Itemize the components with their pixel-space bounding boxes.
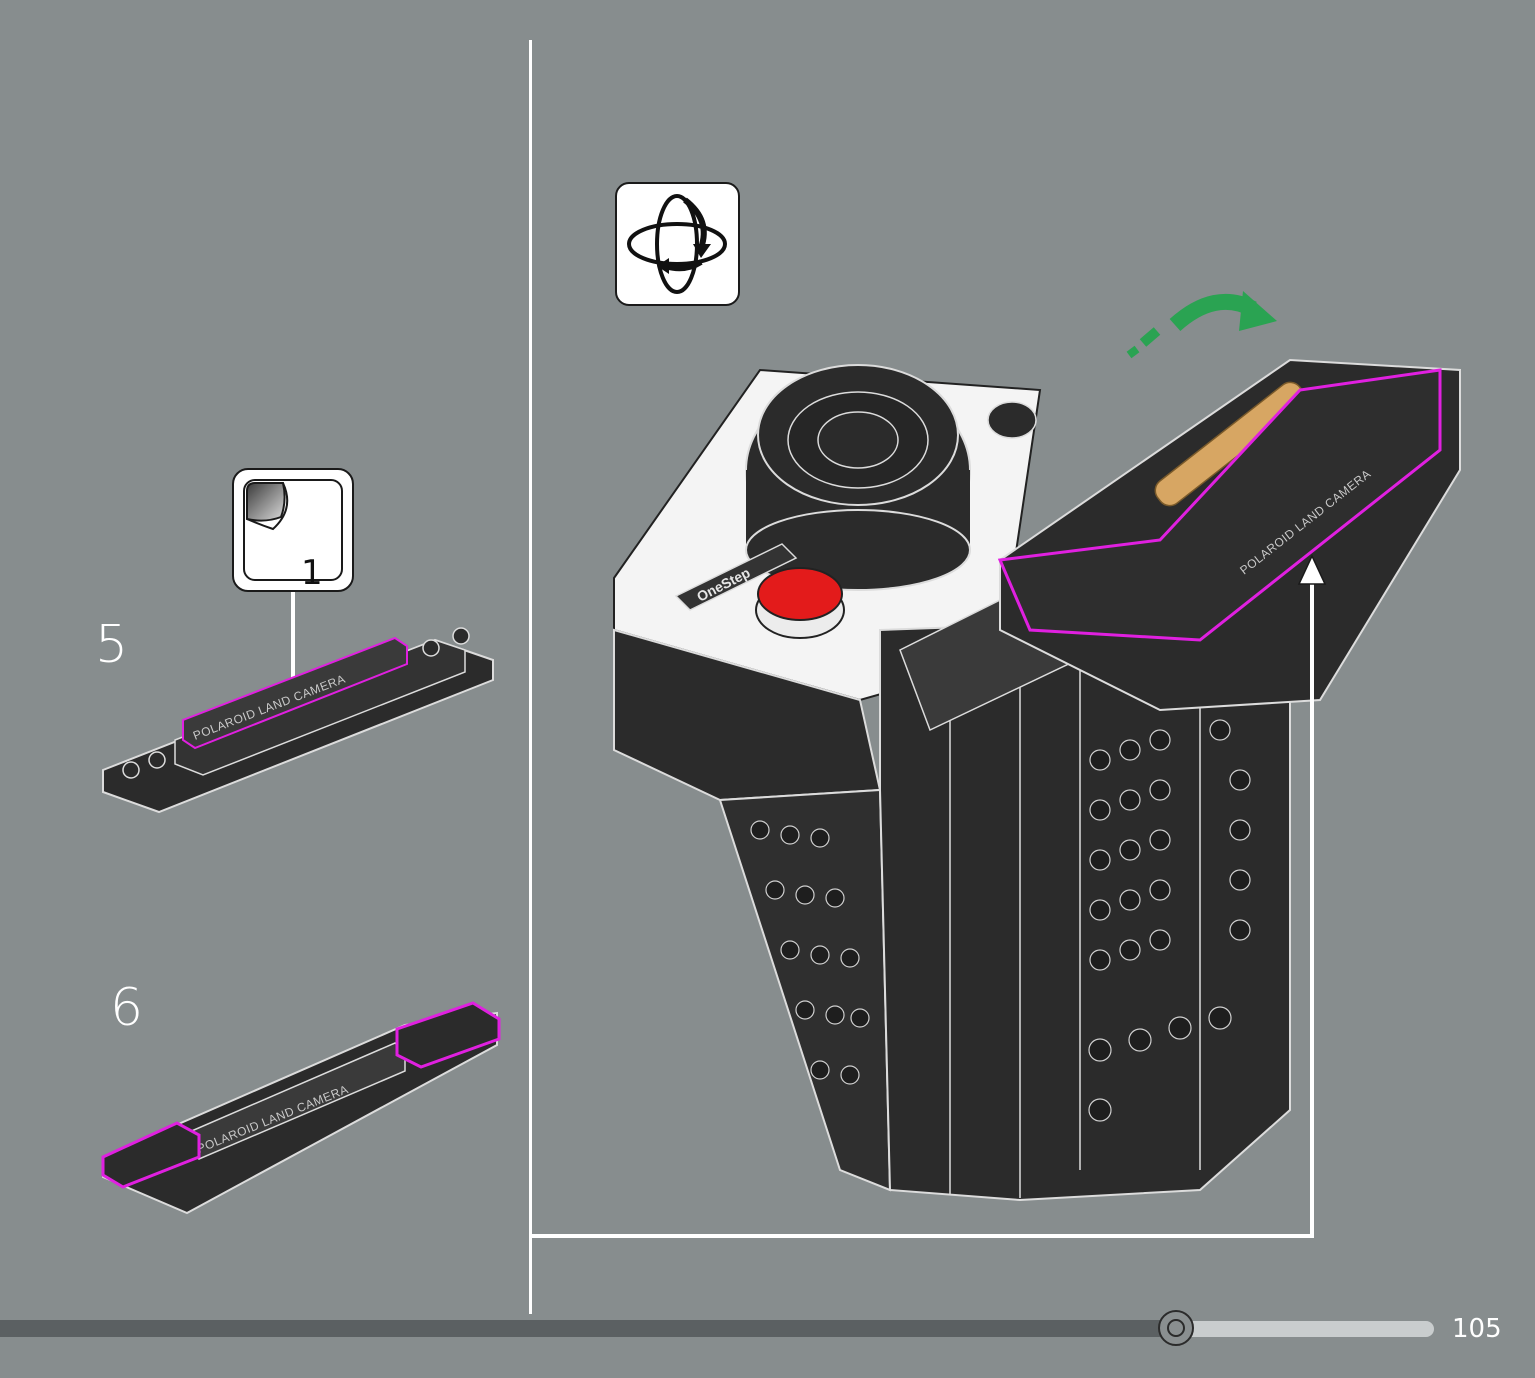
progress-knob[interactable]	[1158, 1310, 1194, 1346]
sticker-icon: 1	[243, 479, 343, 593]
shutter-button	[757, 567, 843, 621]
main-model: OneStep POLAROID LAND CAMERA	[613, 358, 1461, 1202]
callout-line-horizontal	[531, 1234, 1314, 1238]
callout-arrow-icon	[1297, 554, 1327, 585]
rotate-model-icon	[615, 182, 740, 306]
progress-remaining	[1176, 1321, 1434, 1337]
step-5-brick: POLAROID LAND CAMERA	[102, 627, 494, 814]
sticker-number: 1	[301, 553, 323, 593]
step-5-number: 5	[95, 615, 129, 675]
callout-line-vertical	[1310, 580, 1314, 1238]
page-number: 105	[1452, 1314, 1502, 1344]
green-turn-arrow-icon	[1126, 291, 1277, 359]
sticker-callout: 1	[232, 468, 354, 593]
sticker-peel-graphic	[246, 482, 289, 531]
stud-grid	[1088, 719, 1251, 1122]
progress-track	[0, 1320, 1176, 1337]
step-6-number: 6	[110, 978, 144, 1038]
sticker-leader-line	[291, 592, 295, 682]
step-6-brick: POLAROID LAND CAMERA	[101, 1001, 501, 1215]
panel-divider	[529, 40, 532, 1314]
